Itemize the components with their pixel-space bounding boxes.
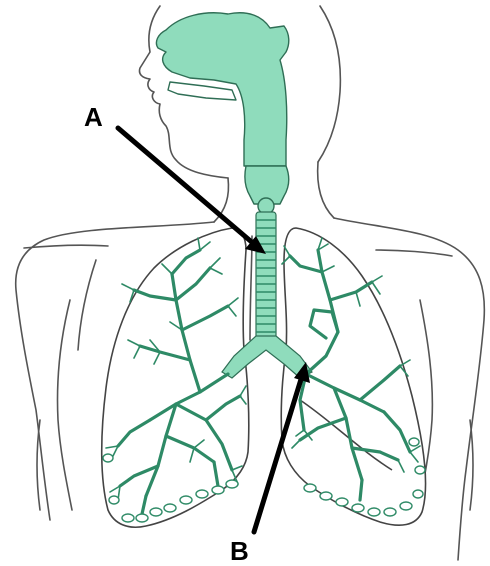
oral-cavity bbox=[168, 82, 236, 100]
trachea bbox=[256, 212, 276, 340]
label-b: B bbox=[230, 538, 249, 564]
label-a: A bbox=[84, 104, 103, 130]
upper-airway bbox=[156, 13, 288, 214]
